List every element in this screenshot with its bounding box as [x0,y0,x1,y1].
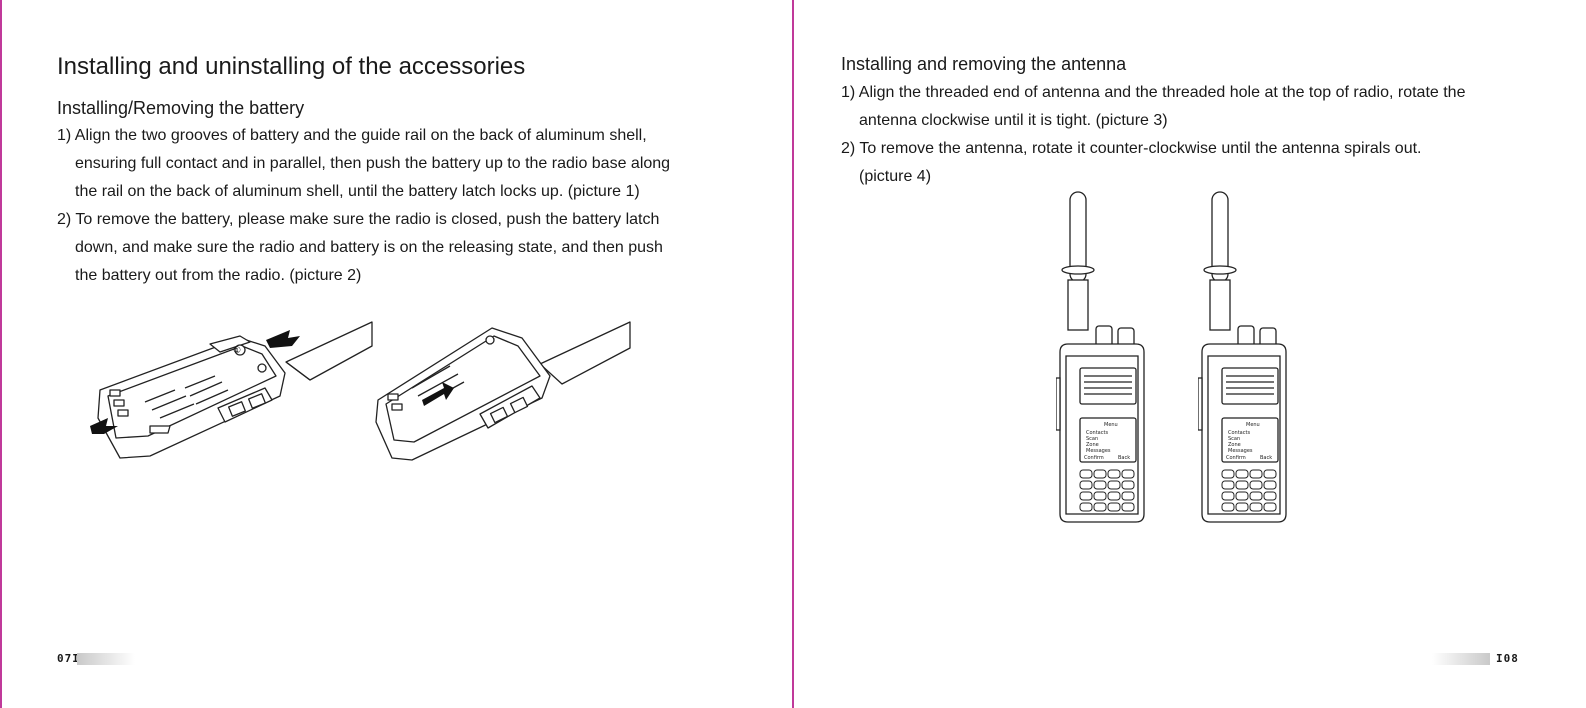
radio-screen-item-1: Contacts [1228,430,1250,436]
antenna-step-1: 1) Align the threaded end of antenna and… [841,79,1465,135]
picture-3-antenna-install: Menu Contacts Scan Zone Messages Confirm… [1056,191,1145,523]
right-page: Installing and removing the antenna 1) A… [794,0,1586,708]
picture-2-battery-remove [375,321,631,461]
radio-screen-softkey-right: Back [1118,455,1130,461]
battery-step-2-line-2: down, and make sure the radio and batter… [75,239,663,256]
antenna-step-1-line-2: antenna clockwise until it is tight. (pi… [859,112,1168,129]
page-number: 07I [57,652,80,665]
battery-step-2: 2) To remove the battery, please make su… [57,206,663,290]
page-divider [792,0,794,708]
radio-screen-softkey-right: Back [1260,455,1272,461]
page-number: I08 [1496,652,1519,665]
antenna-section-title: Installing and removing the antenna [841,54,1127,74]
radio-screen-item-3: Zone [1086,442,1099,448]
radio-screen-item-2: Scan [1228,436,1240,442]
antenna-step-2: 2) To remove the antenna, rotate it coun… [841,135,1421,191]
left-page: Installing and uninstalling of the acces… [0,0,792,708]
page-number-bar [1432,653,1490,665]
radio-screen-softkey-left: Confirm [1084,455,1104,461]
radio-screen-softkey-left: Confirm [1226,455,1246,461]
radio-screen-item-1: Contacts [1086,430,1108,436]
battery-step-2-line-3: the battery out from the radio. (picture… [75,267,362,284]
picture-1-battery-install: ① [90,321,373,459]
antenna-step-2-line-1: 2) To remove the antenna, rotate it coun… [841,140,1422,157]
picture-4-antenna-remove: Menu Contacts Scan Zone Messages Confirm… [1198,191,1287,523]
antenna-step-2-line-2: (picture 4) [859,168,932,185]
radio-screen-item-2: Scan [1086,436,1098,442]
radio-screen-header: Menu [1104,422,1118,428]
radio-screen-item-4: Messages [1086,448,1111,454]
battery-step-1-line-1: 1) Align the two grooves of battery and … [57,127,647,144]
radio-screen-item-4: Messages [1228,448,1253,454]
radio-screen-header: Menu [1246,422,1260,428]
battery-section-title: Installing/Removing the battery [57,98,305,118]
page-title: Installing and uninstalling of the acces… [57,53,526,80]
page-number-bar [77,653,135,665]
battery-step-1-line-2: ensuring full contact and in parallel, t… [75,155,671,172]
battery-step-1: 1) Align the two grooves of battery and … [57,122,670,206]
battery-step-2-line-1: 2) To remove the battery, please make su… [57,211,660,228]
figure-callout: ① [233,346,241,356]
radio-screen-item-3: Zone [1228,442,1241,448]
battery-step-1-line-3: the rail on the back of aluminum shell, … [75,183,640,200]
antenna-step-1-line-1: 1) Align the threaded end of antenna and… [841,84,1466,101]
page-edge-line [0,0,2,708]
